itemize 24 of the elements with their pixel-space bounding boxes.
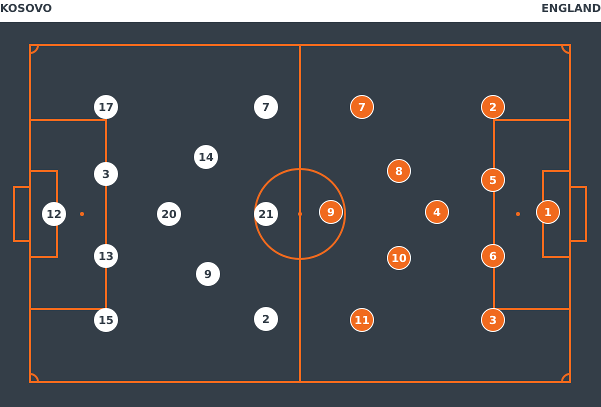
- player-number: 9: [327, 206, 335, 218]
- player-number: 15: [98, 314, 114, 326]
- player-number: 2: [489, 102, 497, 112]
- player-number: 1: [544, 206, 552, 218]
- player-number: 12: [46, 208, 62, 220]
- player-number: 5: [489, 174, 497, 186]
- player-number: 6: [489, 250, 497, 262]
- player-number: 9: [204, 268, 212, 280]
- player-number: 11: [354, 314, 370, 326]
- player-number: 8: [395, 166, 403, 176]
- player-number: 3: [102, 168, 110, 180]
- player-number: 17: [98, 102, 114, 112]
- player-number: 13: [98, 250, 114, 262]
- player-number: 20: [161, 208, 177, 220]
- player-number: 7: [262, 102, 270, 112]
- player-number: 14: [198, 152, 214, 162]
- player-number: 10: [391, 252, 407, 264]
- player-number: 7: [358, 102, 366, 112]
- team-name: KOSOVO: [0, 2, 52, 15]
- player-number: 3: [489, 314, 497, 326]
- player-number: 21: [258, 208, 274, 220]
- player-number: 2: [262, 314, 270, 324]
- player-number: 4: [433, 206, 441, 218]
- team-name: ENGLAND: [541, 2, 601, 15]
